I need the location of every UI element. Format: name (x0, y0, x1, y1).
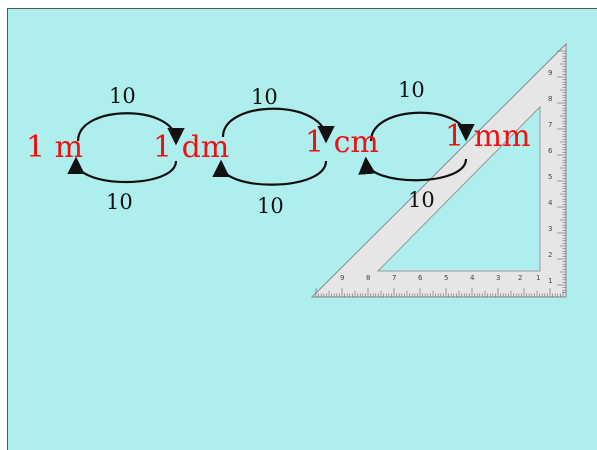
forward-factor-label: 10 (109, 84, 136, 108)
vertical-scale-number: 7 (548, 121, 552, 129)
set-square-cutout (376, 105, 541, 272)
backward-factor-label: 10 (257, 194, 284, 218)
vertical-scale-number: 2 (548, 251, 552, 259)
forward-arrow-m-to-dm (76, 112, 185, 146)
unit-label-dm: 1 dm (153, 130, 229, 165)
forward-factor-label: 10 (398, 78, 425, 102)
vertical-scale-number: 1 (548, 277, 552, 285)
backward-arrow-dm-to-m (67, 156, 178, 183)
backward-factor-label: 10 (106, 190, 133, 214)
diagram-canvas: 9 8 7 6 5 4 3 2 1 9 8 7 6 5 4 3 2 1 1 m … (7, 8, 597, 450)
horizontal-scale-ticks (315, 288, 564, 297)
unit-label-m: 1 m (26, 130, 83, 165)
backward-arrow-cm-to-dm (212, 159, 328, 186)
vertical-scale-number: 3 (548, 225, 552, 233)
forward-arrow-dm-to-cm (221, 107, 335, 144)
vertical-scale-number: 9 (548, 69, 552, 77)
horizontal-scale-number: 6 (418, 274, 423, 282)
vertical-scale-number: 8 (548, 95, 552, 103)
horizontal-scale-number: 4 (470, 274, 475, 282)
vertical-scale-numbers: 9 8 7 6 5 4 3 2 1 (548, 69, 553, 285)
horizontal-scale-numbers: 9 8 7 6 5 4 3 2 1 (340, 274, 540, 282)
forward-factor-label: 10 (251, 85, 278, 109)
horizontal-scale-number: 1 (536, 274, 540, 282)
horizontal-scale-number: 5 (444, 274, 448, 282)
horizontal-scale-number: 8 (366, 274, 370, 282)
forward-arrow-cm-to-mm (369, 111, 475, 142)
vertical-scale-ticks (557, 50, 566, 294)
unit-conversion-diagram: 9 8 7 6 5 4 3 2 1 9 8 7 6 5 4 3 2 1 1 m … (26, 42, 567, 298)
backward-arrow-mm-to-cm (358, 156, 468, 182)
unit-label-mm: 1 mm (445, 119, 531, 154)
unit-label-cm: 1 cm (305, 125, 379, 160)
horizontal-scale-number: 3 (496, 274, 500, 282)
horizontal-scale-number: 7 (392, 274, 396, 282)
backward-factor-label: 10 (408, 188, 435, 212)
set-square-ruler: 9 8 7 6 5 4 3 2 1 9 8 7 6 5 4 3 2 1 (310, 42, 567, 298)
horizontal-scale-number: 9 (340, 274, 344, 282)
vertical-scale-number: 6 (548, 147, 553, 155)
vertical-scale-number: 5 (548, 173, 552, 181)
vertical-scale-number: 4 (548, 199, 553, 207)
horizontal-scale-number: 2 (518, 274, 522, 282)
